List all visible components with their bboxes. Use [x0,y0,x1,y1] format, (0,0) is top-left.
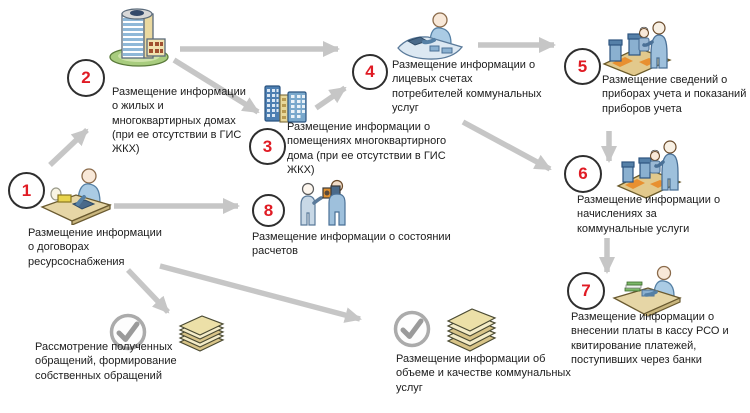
step-4-label: Размещение информации о лицевых счетах п… [392,59,542,114]
two-people-icon [293,179,355,229]
step-8-number: 8 [263,200,274,220]
documents-stack-icon [175,306,227,354]
step-1-number: 1 [21,180,32,200]
step-8-badge: 8 [252,194,285,227]
step-2-badge: 2 [67,59,105,97]
check-icon [392,309,432,349]
arrow-1-to-2 [48,128,89,167]
arrow-1-to-mid-note [159,263,362,323]
step-5-badge: 5 [564,48,601,85]
step-2-label: Размещение информации о жилых и многоква… [112,86,246,156]
metering-devices-icon [602,20,672,76]
step-6-number: 6 [578,164,588,183]
step-7-number: 7 [581,281,591,300]
multiapartment-towers-icon [262,83,312,125]
step-4-badge: 4 [352,54,388,90]
left-note-label: Рассмотрение полученных обращений, форми… [35,341,177,382]
step-7-badge: 7 [567,272,605,310]
step-3-label: Размещение информации о помещениях много… [287,121,447,176]
step-1-badge: 1 [8,172,45,209]
documents-stack-icon [442,300,500,355]
charges-people-icon [616,140,682,200]
cashier-desk-icon [612,264,682,316]
step-2-number: 2 [81,68,91,87]
person-desk-money-icon [40,163,112,225]
arrow-4-to-6 [461,119,552,172]
step-7-label: Размещение информации о внесении платы в… [571,311,729,366]
step-6-badge: 6 [564,155,602,193]
step-4-number: 4 [365,62,375,81]
step-8-label: Размещение информации о состоянии расчет… [252,231,451,258]
person-desk-icon [394,10,466,62]
mid-note-label: Размещение информации об объеме и качест… [396,353,571,394]
step-6-label: Размещение информации о начислениях за к… [577,194,721,235]
step-3-badge: 3 [249,128,286,165]
check-icon [108,312,148,352]
arrow-3-to-4 [314,85,347,111]
step-5-label: Размещение сведений о приборах учета и п… [602,74,747,115]
step-1-label: Размещение информации о договорах ресурс… [28,227,162,268]
step-5-number: 5 [577,56,588,76]
arrow-2-to-3 [172,57,260,115]
apartment-building-icon [108,6,174,68]
step-3-number: 3 [262,136,273,156]
arrow-1-to-left-note [126,268,170,314]
